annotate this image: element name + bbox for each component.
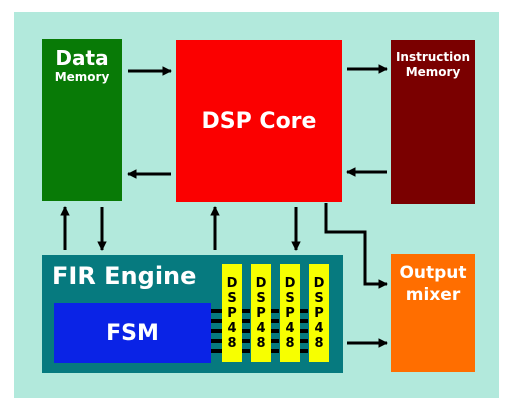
data-memory-block: Data Memory [42,39,122,201]
dsp48-char: P [256,305,266,321]
instruction-memory-block: Instruction Memory [391,40,475,204]
fsm-block: FSM [54,303,211,363]
output-mixer-subtitle: mixer [405,285,461,305]
dsp48-char: 8 [256,335,266,351]
dsp48-char: P [285,305,295,321]
output-mixer-title: Output [399,263,467,283]
dsp48-char: D [226,275,238,291]
dsp48-char: D [284,275,296,291]
dsp-core-label: DSP Core [201,108,317,134]
fsm-label: FSM [106,320,159,346]
dsp48-char: S [285,290,295,306]
dsp48-char: S [314,290,324,306]
dsp48-char: 8 [227,335,237,351]
dsp48-char: S [256,290,266,306]
instruction-memory-subtitle: Memory [405,65,461,79]
arrow-core-to-output [324,203,388,289]
dsp48-char: D [313,275,325,291]
instruction-memory-title: Instruction [395,50,471,64]
dsp48-char: 4 [227,320,237,336]
data-memory-title: Data [55,46,109,70]
dsp48-char: 4 [314,320,324,336]
output-mixer-block: Output mixer [391,254,475,372]
dsp48-char: P [314,305,324,321]
fsm-dsp48-links [211,309,308,353]
dsp48-char: 8 [314,335,324,351]
dsp48-char: 8 [285,335,295,351]
dsp48-char: 4 [285,320,295,336]
dsp48-char: S [227,290,237,306]
fir-engine-label: FIR Engine [52,262,197,290]
dsp-core-block: DSP Core [176,40,342,202]
dsp48-char: 4 [256,320,266,336]
dsp48-char: P [227,305,237,321]
data-memory-subtitle: Memory [54,70,110,84]
dsp48-char: D [255,275,267,291]
